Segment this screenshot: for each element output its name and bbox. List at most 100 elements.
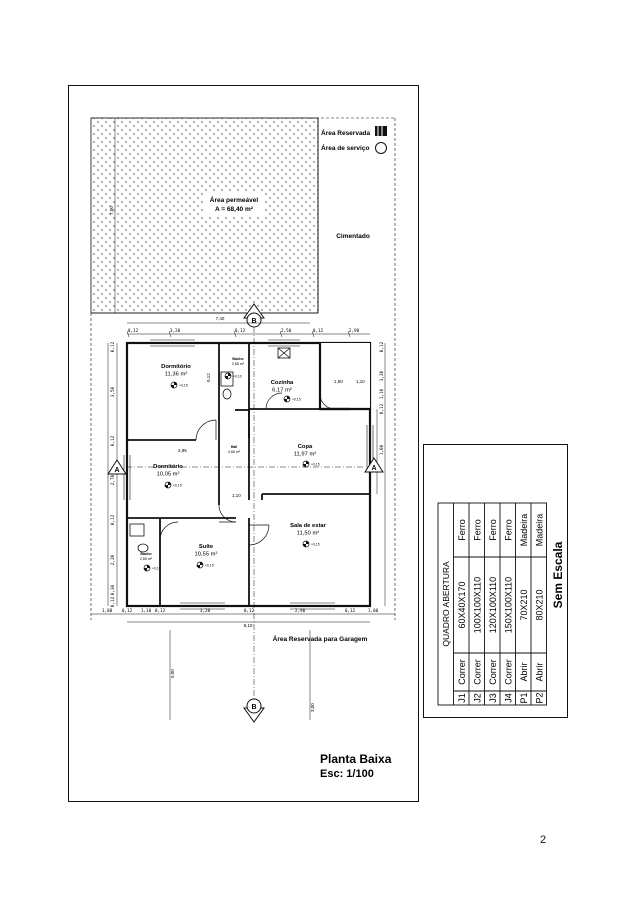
permeable-area-value: A = 68,40 m² — [215, 206, 254, 213]
room-name: Cozinha — [271, 380, 294, 386]
level-mark: +0,15 — [164, 481, 182, 489]
openings-cell: Abrir — [519, 662, 529, 681]
openings-cell: Ferro — [503, 519, 513, 541]
room-name: Dormitório — [153, 464, 183, 470]
openings-row-j1: J1 Correr 60X40X170 Ferro — [457, 519, 467, 703]
dimension-right: 0,12 — [379, 403, 385, 414]
svg-text:A: A — [114, 467, 119, 474]
legend-reserved-area: Área Reservada — [321, 128, 371, 137]
openings-cell: Abrir — [534, 662, 544, 681]
dimension-bottom-overall: 8,10 — [244, 623, 253, 628]
level-mark: +0,10 — [143, 564, 161, 572]
dimension-interior-1: 2,95 — [178, 448, 187, 453]
room-area: 11,97 m² — [294, 451, 317, 457]
dimension-top-overall: 7,40 — [216, 316, 225, 321]
dimension-bottom: 0,12 — [244, 608, 255, 614]
openings-cell: J1 — [457, 693, 467, 703]
dimension-top: 0,12 — [235, 328, 246, 334]
drawing-scale: Esc: 1/100 — [320, 768, 374, 780]
room-name: Copa — [298, 444, 313, 450]
drawing-sheet-frame — [68, 85, 419, 802]
windows — [123, 339, 374, 610]
openings-cell: 150X100X110 — [503, 577, 513, 633]
openings-cell: 60X40X170 — [457, 581, 467, 628]
level-mark: +0,15 — [283, 395, 301, 403]
openings-cell: 80X210 — [534, 589, 544, 620]
dimension-left: 2,20 — [110, 554, 116, 565]
dimension-left: 3,50 — [110, 386, 116, 397]
cemented-label: Cimentado — [336, 233, 370, 240]
openings-cell: Ferro — [472, 519, 482, 541]
openings-cell: Correr — [457, 659, 467, 685]
section-marker-a-right: A — [364, 457, 384, 473]
dimension-left: 2,70 — [110, 474, 116, 485]
reserved-area-symbol — [375, 126, 387, 136]
openings-cell: Correr — [488, 659, 498, 685]
dimension-right: 3,20 — [379, 370, 385, 381]
dimension-bottom: 0,12 — [122, 608, 133, 614]
room-name: Suíte — [199, 544, 214, 550]
room-area: 2,65 m² — [232, 362, 245, 366]
openings-cell: J2 — [472, 693, 482, 703]
svg-text:+0,15: +0,15 — [179, 384, 188, 388]
svg-text:+0,10: +0,10 — [233, 375, 242, 379]
svg-text:+0,15: +0,15 — [311, 543, 320, 547]
room-area: 11,36 m² — [165, 371, 188, 377]
svg-text:+0,15: +0,15 — [292, 398, 301, 402]
level-mark: +0,10 — [224, 372, 242, 380]
svg-text:A: A — [371, 465, 376, 472]
dimension-bottom: 1,10 — [141, 608, 152, 614]
permeable-area-hatch — [90, 117, 319, 314]
dimension-right: 1,10 — [379, 388, 385, 399]
interior-walls — [127, 343, 370, 606]
dimension-right: 1,00 — [379, 444, 385, 455]
svg-text:+0,15: +0,15 — [205, 564, 214, 568]
section-marker-a-left: A — [107, 459, 127, 475]
dimension-top: 3,20 — [170, 328, 181, 334]
room-area: 6,17 m² — [272, 387, 292, 393]
dimension-left: 0,12 — [110, 435, 116, 446]
room-name: Banho — [140, 552, 152, 556]
dimension-top: 0,12 — [128, 328, 139, 334]
section-marker-b-bottom: B — [243, 698, 265, 723]
service-area-symbol — [375, 142, 387, 154]
garage-dimension-a: 5,00 — [170, 669, 175, 678]
dimension-top: 2,50 — [281, 328, 292, 334]
page-number: 2 — [540, 834, 547, 846]
dimension-bottom: 1,00 — [368, 608, 379, 614]
openings-heading: QUADRO ABERTURA — [441, 561, 451, 647]
openings-cell: Ferro — [457, 519, 467, 541]
dimension-bottom: 2,90 — [295, 608, 306, 614]
dimension-interior-5: 0,12 — [206, 373, 211, 382]
openings-cell: 120X100X110 — [488, 577, 498, 633]
openings-cell: 70X210 — [519, 589, 529, 620]
openings-cell: Madeira — [519, 514, 529, 547]
svg-text:+0,15: +0,15 — [311, 463, 320, 467]
level-mark: +0,15 — [170, 381, 188, 389]
permeable-area-label: Área permeável — [210, 195, 259, 204]
openings-cell: P2 — [534, 692, 544, 703]
dimension-left: 0,12 — [110, 341, 116, 352]
dimension-left: 0,30 — [110, 584, 116, 595]
openings-cell: Ferro — [488, 519, 498, 541]
openings-cell: J4 — [503, 693, 513, 703]
room-name: Hall — [231, 445, 238, 449]
room-area: 10,05 m² — [157, 471, 180, 477]
door-swings — [159, 392, 336, 546]
level-mark: +0,15 — [302, 540, 320, 548]
dimension-top: 2,90 — [349, 328, 360, 334]
